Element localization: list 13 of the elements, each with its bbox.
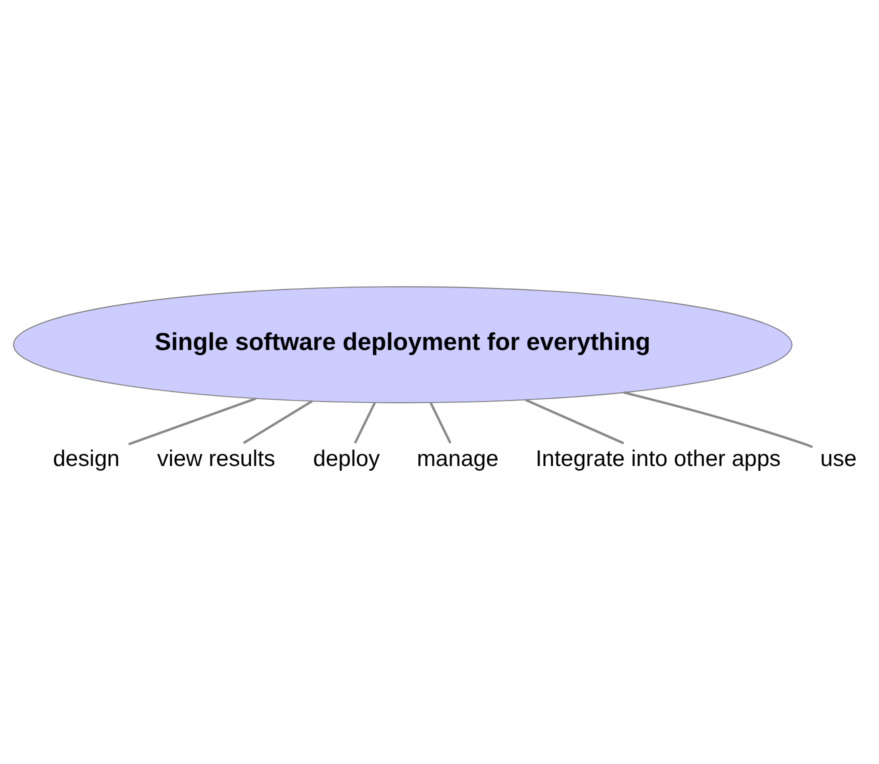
connector <box>524 398 624 444</box>
connector <box>430 402 452 444</box>
connector <box>128 397 256 446</box>
node-text: manage <box>416 446 499 472</box>
node-text: Integrate into other apps <box>536 446 781 472</box>
connector <box>242 400 313 444</box>
node-text: use <box>820 446 857 472</box>
node-ellipse: Single software deployment for everything <box>13 286 792 404</box>
node-text: deploy <box>313 446 380 472</box>
connector <box>623 391 813 448</box>
connector <box>354 402 376 444</box>
node-text: view results <box>157 446 276 472</box>
node-text: design <box>52 446 120 472</box>
